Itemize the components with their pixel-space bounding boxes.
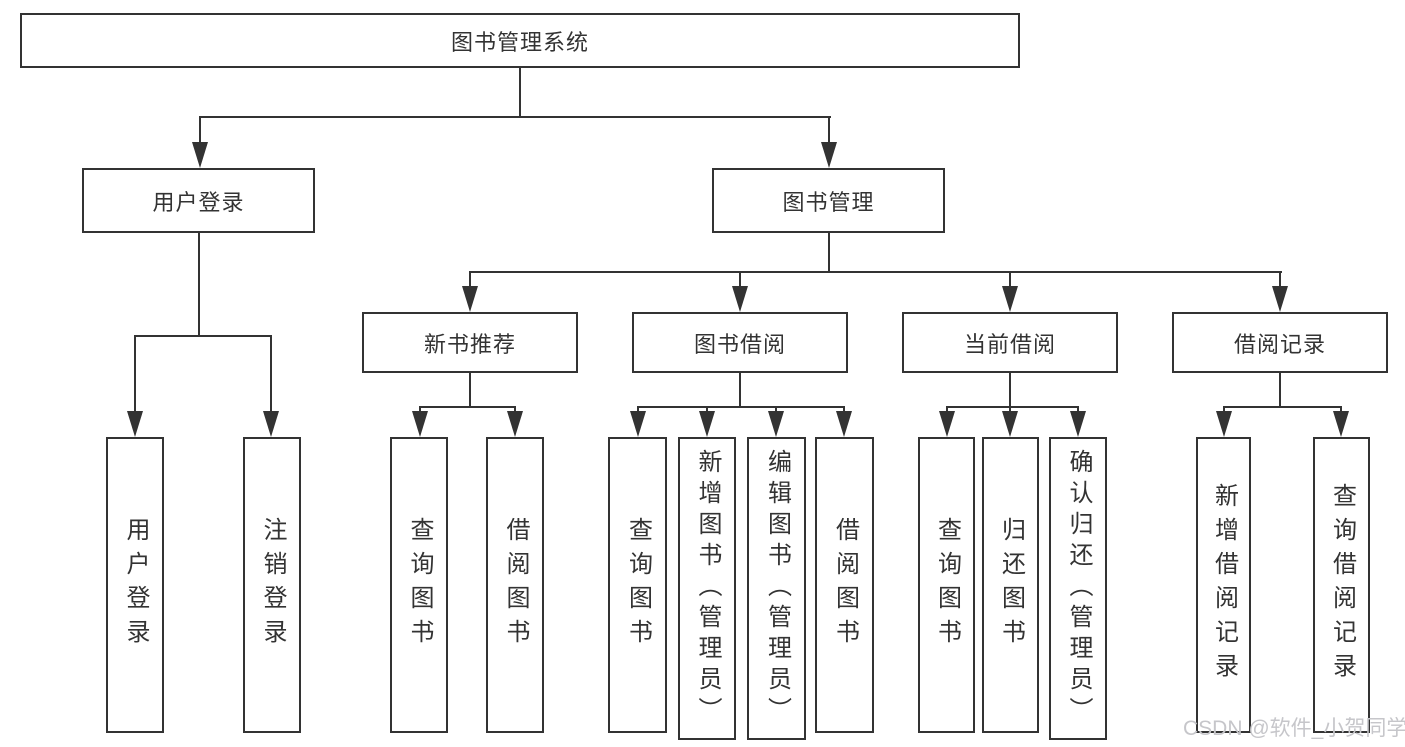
node-label: 新增借阅记录 — [1210, 483, 1238, 687]
connector-drop-leaf — [270, 335, 272, 413]
node-label: 查询图书 — [406, 517, 433, 653]
connector-group3-horizontal — [946, 406, 1079, 408]
node-label: 新增图书（管理员） — [694, 449, 721, 728]
connector-root-horizontal — [199, 116, 831, 118]
arrowhead-down-icon — [127, 411, 143, 437]
node-label: 当前借阅 — [963, 331, 1056, 357]
leaf-add-borrow-record: 新增借阅记录 — [1196, 437, 1251, 733]
node-label: 归还图书 — [997, 517, 1025, 653]
connector-root-vertical — [519, 66, 521, 118]
node-label: 用户登录 — [122, 517, 149, 653]
leaf-edit-book-admin: 编辑图书（管理员） — [747, 437, 806, 740]
node-label: 图书管理 — [782, 189, 875, 215]
node-label: 注销登录 — [259, 517, 286, 653]
connector-drop-group — [739, 271, 741, 289]
node-label: 借阅图书 — [831, 517, 859, 653]
node-label: 图书管理系统 — [450, 29, 589, 55]
arrowhead-down-icon — [192, 142, 208, 168]
node-label: 借阅记录 — [1233, 331, 1326, 357]
connector-group2-horizontal — [637, 406, 845, 408]
node-label: 图书借阅 — [693, 331, 786, 357]
leaf-borrow-books-recommend: 借阅图书 — [486, 437, 544, 733]
connector-group1-vertical — [469, 371, 471, 408]
arrowhead-down-icon — [1333, 411, 1349, 437]
leaf-user-login: 用户登录 — [106, 437, 164, 733]
arrowhead-down-icon — [462, 286, 478, 312]
arrowhead-down-icon — [507, 411, 523, 437]
node-label: 查询借阅记录 — [1328, 483, 1356, 687]
node-borrowing-records: 借阅记录 — [1172, 312, 1388, 373]
leaf-query-books-borrowing: 查询图书 — [608, 437, 667, 733]
arrowhead-down-icon — [1216, 411, 1232, 437]
arrowhead-down-icon — [630, 411, 646, 437]
arrowhead-down-icon — [263, 411, 279, 437]
connector-book-horizontal — [470, 271, 1282, 273]
arrowhead-down-icon — [1002, 286, 1018, 312]
leaf-query-books-recommend: 查询图书 — [390, 437, 448, 733]
node-user-login-branch: 用户登录 — [82, 168, 315, 233]
arrowhead-down-icon — [1002, 411, 1018, 437]
connector-drop-group — [1009, 271, 1011, 289]
arrowhead-down-icon — [836, 411, 852, 437]
leaf-query-borrow-record: 查询借阅记录 — [1313, 437, 1370, 733]
connector-drop-group — [469, 271, 471, 289]
node-root-library-system: 图书管理系统 — [20, 13, 1020, 68]
connector-drop-user-login — [199, 116, 201, 148]
leaf-confirm-return-admin: 确认归还（管理员） — [1049, 437, 1107, 740]
connector-group3-vertical — [1009, 371, 1011, 408]
connector-book-vertical — [828, 231, 830, 273]
leaf-borrow-books-borrowing: 借阅图书 — [815, 437, 874, 733]
connector-drop-group — [1279, 271, 1281, 289]
node-label: 查询图书 — [624, 517, 652, 653]
arrowhead-down-icon — [821, 142, 837, 168]
arrowhead-down-icon — [699, 411, 715, 437]
connector-drop-book-management — [828, 116, 830, 148]
node-book-borrowing: 图书借阅 — [632, 312, 848, 373]
node-label: 确认归还（管理员） — [1065, 449, 1092, 728]
leaf-return-books: 归还图书 — [982, 437, 1039, 733]
arrowhead-down-icon — [768, 411, 784, 437]
leaf-logout: 注销登录 — [243, 437, 301, 733]
connector-user-vertical — [198, 231, 200, 337]
node-new-book-recommendation: 新书推荐 — [362, 312, 578, 373]
node-label: 借阅图书 — [502, 517, 529, 653]
connector-group1-horizontal — [419, 406, 516, 408]
connector-group2-vertical — [739, 371, 741, 408]
csdn-watermark: CSDN @软件_小贺同学 — [1183, 717, 1405, 740]
node-current-borrowing: 当前借阅 — [902, 312, 1118, 373]
connector-group4-horizontal — [1223, 406, 1342, 408]
arrowhead-down-icon — [1070, 411, 1086, 437]
node-label: 查询图书 — [933, 517, 961, 653]
arrowhead-down-icon — [939, 411, 955, 437]
connector-user-horizontal — [134, 335, 272, 337]
connector-drop-leaf — [134, 335, 136, 413]
arrowhead-down-icon — [732, 286, 748, 312]
arrowhead-down-icon — [412, 411, 428, 437]
node-label: 用户登录 — [152, 189, 245, 215]
leaf-add-book-admin: 新增图书（管理员） — [678, 437, 736, 740]
node-book-management-branch: 图书管理 — [712, 168, 945, 233]
leaf-query-books-current: 查询图书 — [918, 437, 975, 733]
node-label: 编辑图书（管理员） — [763, 449, 791, 728]
connector-group4-vertical — [1279, 371, 1281, 408]
node-label: 新书推荐 — [423, 331, 516, 357]
arrowhead-down-icon — [1272, 286, 1288, 312]
